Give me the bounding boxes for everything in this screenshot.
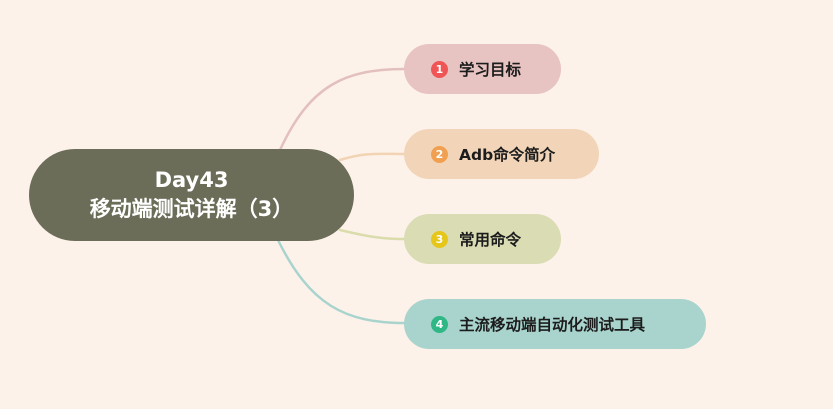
number-badge-icon: 4 xyxy=(431,315,448,333)
number-badge-icon: 2 xyxy=(431,145,448,163)
branch-label: Adb命令简介 xyxy=(459,146,556,164)
connector-line-1 xyxy=(278,67,407,152)
root-topic-node[interactable]: Day43 移动端测试详解（3） xyxy=(29,149,354,241)
branch-label: 主流移动端自动化测试工具 xyxy=(459,316,646,334)
branch-node-adb-intro[interactable]: 2 Adb命令简介 xyxy=(404,129,599,179)
branch-label: 学习目标 xyxy=(459,61,522,79)
branch-node-automation-tools[interactable]: 4 主流移动端自动化测试工具 xyxy=(404,299,706,349)
branch-label: 常用命令 xyxy=(459,231,522,249)
root-topic-subtitle: 移动端测试详解（3） xyxy=(89,197,294,221)
number-badge-icon: 3 xyxy=(431,230,448,248)
branch-node-common-commands[interactable]: 3 常用命令 xyxy=(404,214,561,264)
number-badge-icon: 1 xyxy=(431,60,448,78)
connector-line-4 xyxy=(276,238,407,325)
branch-node-learning-goals[interactable]: 1 学习目标 xyxy=(404,44,561,94)
connector-line-3 xyxy=(338,228,407,241)
root-topic-title: Day43 xyxy=(154,168,229,192)
connector-line-2 xyxy=(338,152,407,162)
